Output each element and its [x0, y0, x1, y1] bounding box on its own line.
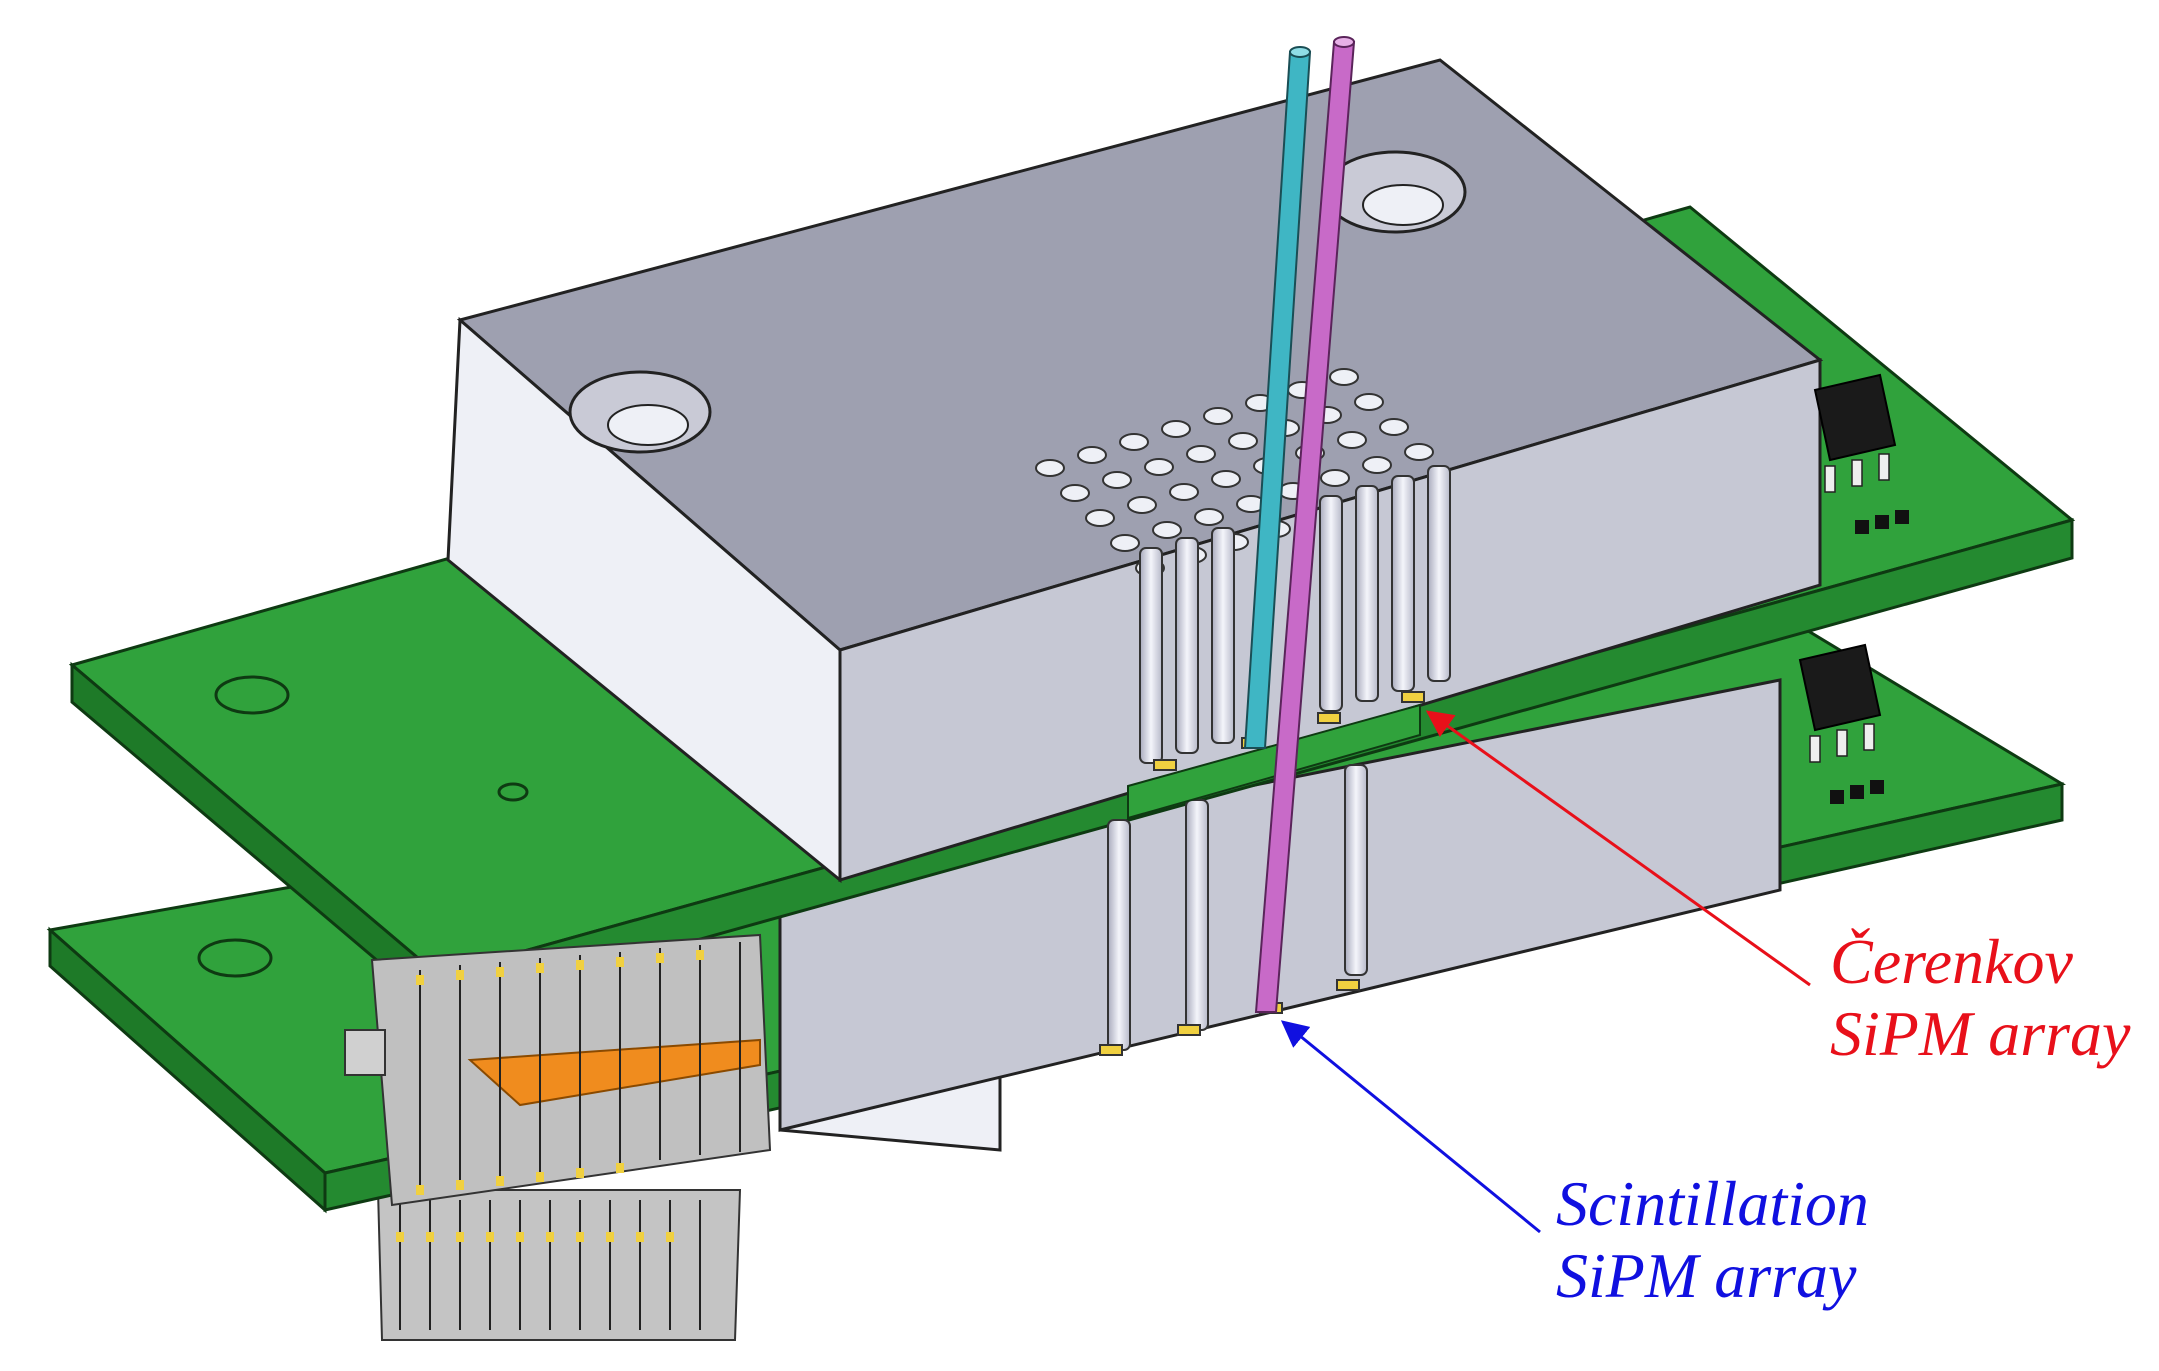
cerenkov-label-line1: Čerenkov [1830, 926, 2073, 997]
connector-lower [376, 1189, 742, 1341]
cerenkov-label-line2: SiPM array [1830, 998, 2131, 1069]
arrow-cerenkov [1425, 710, 1811, 987]
mount-hole-icon [214, 675, 290, 715]
ic-chip-upper [1813, 373, 1909, 534]
scintillation-label: Scintillation SiPM array [1556, 1168, 1869, 1312]
scintillation-label-line1: Scintillation [1556, 1168, 1869, 1239]
mount-hole-icon [197, 938, 273, 978]
scintillation-label-line2: SiPM array [1556, 1240, 1857, 1311]
mount-hole-icon [497, 782, 529, 802]
fiber-group-upper [1139, 465, 1451, 764]
fiber-cyan [1243, 46, 1312, 749]
countersunk-hole-icon [1323, 150, 1467, 234]
ic-chip-lower [1798, 643, 1884, 804]
cerenkov-label: Čerenkov SiPM array [1830, 926, 2130, 1070]
fiber-magenta [1254, 36, 1356, 1013]
fiber-group-lower [1107, 764, 1368, 1051]
board-notch [1127, 703, 1421, 820]
arrow-scintillation [1280, 1020, 1541, 1234]
countersunk-hole-icon [568, 370, 712, 454]
connector-upper [344, 933, 772, 1207]
